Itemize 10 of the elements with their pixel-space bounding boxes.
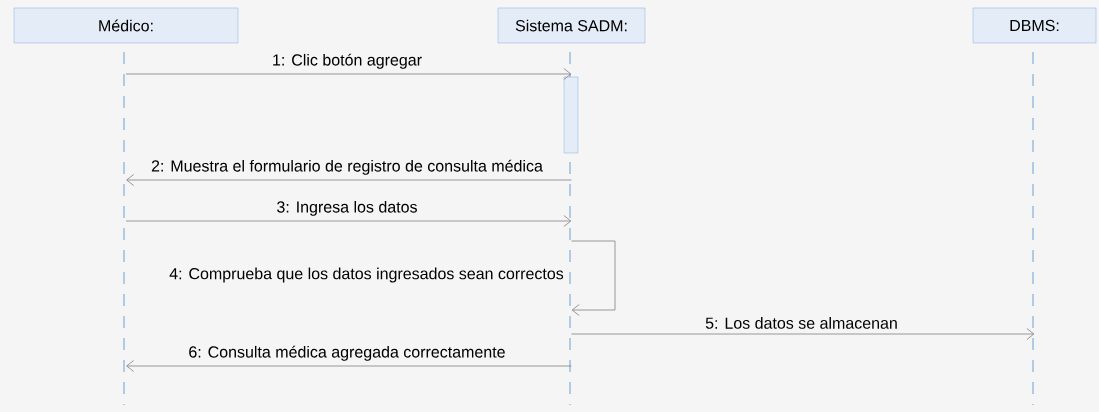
lifeline-head: Médico:	[13, 7, 239, 44]
edge-label: 5: Los datos se almacenan	[704, 316, 899, 330]
message-arrow	[126, 174, 572, 186]
message-arrow	[126, 360, 572, 372]
message-arrow	[125, 68, 572, 80]
message-arrow	[571, 328, 1035, 340]
message-arrow	[571, 240, 616, 316]
lifeline-head: DBMS:	[972, 7, 1097, 44]
lifeline-head: Sistema SADM:	[497, 7, 646, 44]
message-arrow	[125, 215, 572, 227]
